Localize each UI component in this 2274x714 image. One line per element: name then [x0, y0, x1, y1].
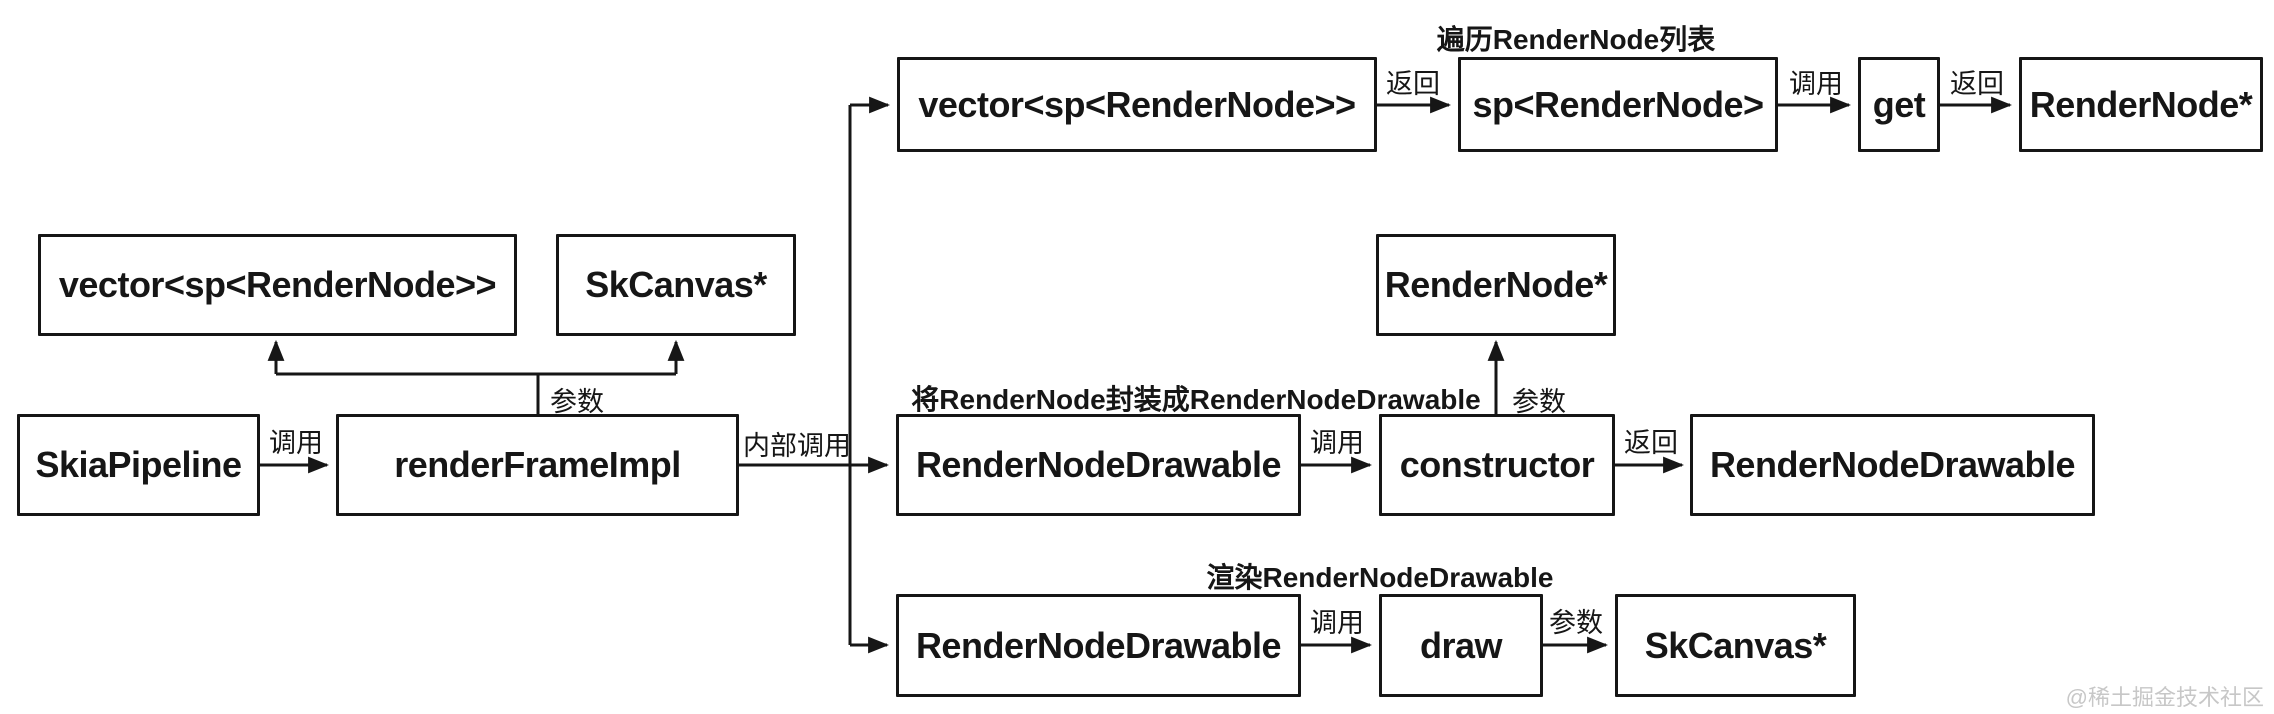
edge-label-return-2: 返回 — [1950, 69, 2004, 99]
node-sp-rendernode: sp<RenderNode> — [1458, 57, 1778, 152]
juejin-watermark: @稀土掘金技术社区 — [2065, 685, 2264, 710]
edge-label-params-left: 参数 — [550, 387, 604, 417]
node-rendernodedrawable-mid: RenderNodeDrawable — [896, 414, 1301, 516]
node-rendernodedrawable-return: RenderNodeDrawable — [1690, 414, 2095, 516]
node-skcanvas-left: SkCanvas* — [556, 234, 796, 336]
edge-label-return-1: 返回 — [1386, 69, 1440, 99]
node-skcanvas-bottom: SkCanvas* — [1615, 594, 1856, 697]
edge-label-internal-call: 内部调用 — [743, 431, 851, 461]
node-get: get — [1858, 57, 1940, 152]
caption-render-rendernodedrawable: 渲染RenderNodeDrawable — [1206, 562, 1554, 593]
node-rendernodedrawable-bottom: RenderNodeDrawable — [896, 594, 1301, 697]
caption-iterate-rendernode-list: 遍历RenderNode列表 — [1436, 24, 1716, 55]
edge-label-call-bottom: 调用 — [1310, 608, 1364, 638]
edge-label-return-mid: 返回 — [1624, 428, 1678, 458]
edge-label-call-mid: 调用 — [1310, 428, 1364, 458]
edge-label-call-top: 调用 — [1789, 69, 1843, 99]
edge-label-params-mid: 参数 — [1512, 387, 1566, 417]
node-vector-sp-rendernode-left: vector<sp<RenderNode>> — [38, 234, 517, 336]
edge-label-call-main: 调用 — [269, 428, 323, 458]
node-skiapipeline: SkiaPipeline — [17, 414, 260, 516]
node-rendernode-ptr-mid: RenderNode* — [1376, 234, 1616, 336]
node-vector-sp-rendernode-top: vector<sp<RenderNode>> — [897, 57, 1377, 152]
node-renderframeimpl: renderFrameImpl — [336, 414, 739, 516]
caption-wrap-rendernode: 将RenderNode封装成RenderNodeDrawable — [911, 384, 1481, 415]
node-constructor: constructor — [1379, 414, 1615, 516]
edge-label-params-bottom: 参数 — [1549, 608, 1603, 638]
node-rendernode-ptr-top: RenderNode* — [2019, 57, 2263, 152]
node-draw: draw — [1379, 594, 1543, 697]
